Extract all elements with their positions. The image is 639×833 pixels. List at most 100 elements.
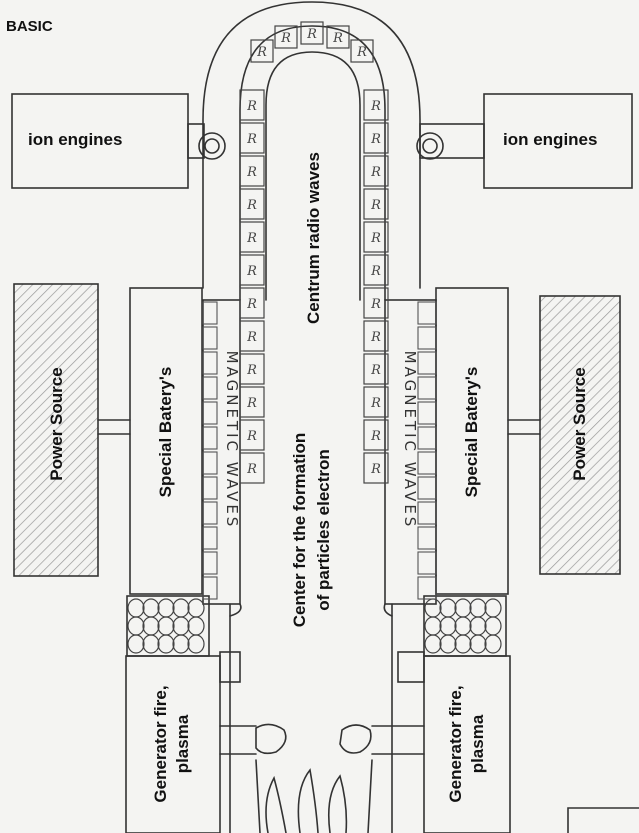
magnetic-waves-left-label: MAGNETIC WAVES [223,350,241,530]
generator-right-box [423,655,511,833]
magnetic-waves-right-label: MAGNETIC WAVES [401,350,419,530]
special-battery-left-box [129,287,203,595]
generator-left-line2: plasma [173,714,192,774]
resistor-cell: R [239,254,265,286]
resistor-cell: R [239,452,265,484]
svg-text:R: R [246,429,257,444]
resistor-cell: R [239,155,265,187]
engine-joint-left [198,132,226,160]
resistor-cell: R [363,353,389,385]
power-source-left-box [13,283,99,577]
resistor-cell: R [239,188,265,220]
center-formation-line1: Center for the formation [290,432,309,628]
resistor-cell: R [239,287,265,319]
resistor-cell: R [363,287,389,319]
resistor-cell: R [326,25,350,49]
resistor-cell: R [363,122,389,154]
svg-text:R: R [370,462,381,477]
spark-right [339,724,372,754]
svg-text:R: R [246,297,257,312]
special-battery-left-label: Special Batery's [156,366,175,498]
coil-block-right [423,595,507,657]
generator-left-line1: Generator fire, [151,685,170,803]
resistor-cell: R [363,419,389,451]
svg-text:R: R [370,297,381,312]
center-formation-line2: of particles electron [314,449,333,611]
flame-3 [327,774,348,833]
resistor-cell: R [250,39,274,63]
coil-block-left [126,595,210,657]
resistor-cell: R [350,39,374,63]
svg-text:R: R [356,45,367,60]
centrum-radio-waves-label: Centrum radio waves [304,152,323,324]
generator-left-label: Generator fire, plasma [150,685,194,802]
center-formation-label: Center for the formation of particles el… [288,433,336,628]
resistor-cell: R [363,188,389,220]
resistor-cell: R [363,155,389,187]
power-source-left-label: Power Source [47,367,66,481]
engine-joint-right-inner [422,138,438,154]
svg-text:R: R [370,99,381,114]
flame-4 [255,759,261,833]
svg-text:R: R [370,330,381,345]
resistor-cell: R [363,254,389,286]
svg-text:R: R [246,462,257,477]
power-source-right-box [539,295,621,575]
svg-text:R: R [246,363,257,378]
svg-text:R: R [370,264,381,279]
resistor-cell: R [300,21,324,45]
svg-text:R: R [246,231,257,246]
svg-text:R: R [306,27,317,42]
flame-5 [367,759,373,833]
engine-joint-left-inner [204,138,220,154]
power-source-right-label: Power Source [570,367,589,481]
generator-left-box [125,655,221,833]
svg-text:R: R [246,165,257,180]
diagram-title: BASIC [6,18,53,35]
resistor-cell: R [239,221,265,253]
generator-right-line2: plasma [468,714,487,774]
resistor-cell: R [239,419,265,451]
ion-engines-right-label: ion engines [503,130,598,149]
svg-text:R: R [280,31,291,46]
resistor-cell: R [363,452,389,484]
resistor-cell: R [363,89,389,121]
resistor-cell: R [274,25,298,49]
svg-text:R: R [332,31,343,46]
engine-joint-right [416,132,444,160]
svg-text:R: R [370,165,381,180]
mid-arch-left [239,25,386,301]
svg-text:R: R [370,429,381,444]
inner-arch [265,51,361,301]
svg-text:R: R [370,231,381,246]
svg-text:R: R [246,132,257,147]
ion-engines-left-label: ion engines [28,130,123,149]
resistor-cell: R [363,386,389,418]
resistor-cell: R [363,221,389,253]
flame-1 [265,775,287,833]
resistor-cell: R [363,320,389,352]
flame-2 [297,768,319,833]
resistor-cell: R [239,89,265,121]
svg-text:R: R [246,264,257,279]
resistor-cell: R [239,320,265,352]
svg-text:R: R [246,198,257,213]
svg-text:R: R [370,396,381,411]
resistor-cell: R [239,386,265,418]
spark-left [255,723,287,755]
svg-text:R: R [370,198,381,213]
svg-text:R: R [370,132,381,147]
generator-right-label: Generator fire, plasma [445,685,489,802]
special-battery-right-label: Special Batery's [462,366,481,498]
generator-right-line1: Generator fire, [446,685,465,803]
svg-text:R: R [246,99,257,114]
outer-arch [202,1,421,289]
resistor-cell: R [239,353,265,385]
svg-text:R: R [246,396,257,411]
svg-text:R: R [256,45,267,60]
corner-box [567,807,639,833]
resistor-cell: R [239,122,265,154]
svg-text:R: R [370,363,381,378]
svg-text:R: R [246,330,257,345]
